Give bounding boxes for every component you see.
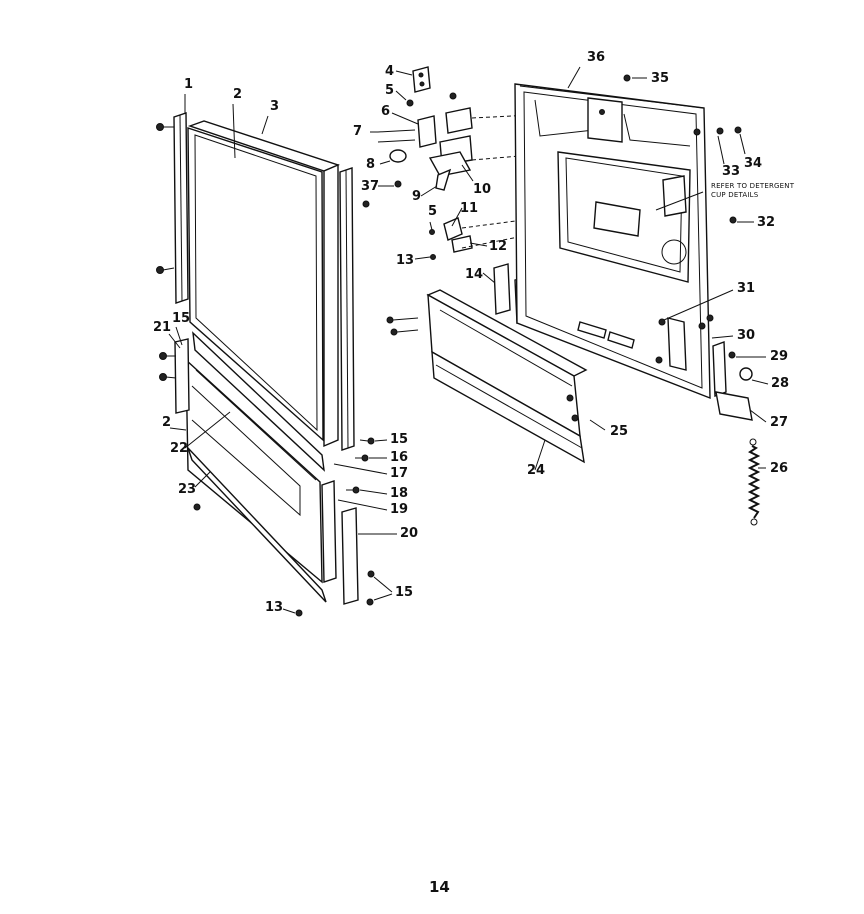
callout-c24: 24 [527, 463, 545, 478]
callout-c31: 31 [737, 281, 755, 296]
callout-c25: 25 [610, 424, 628, 439]
callout-c34: 34 [744, 156, 762, 171]
spring-part-26 [747, 438, 761, 526]
callout-c5a: 5 [385, 83, 394, 98]
side-bracket-part-20 [321, 480, 359, 605]
side-bracket-part-21 [174, 338, 190, 414]
right-side-trim-part [339, 167, 355, 451]
callout-c36: 36 [587, 50, 605, 65]
callout-c15c: 15 [395, 585, 413, 600]
inner-door-liner-part-36 [514, 83, 711, 400]
callout-c27: 27 [770, 415, 788, 430]
callout-c3: 3 [270, 99, 279, 114]
page-number: 14 [429, 878, 450, 896]
callout-c2a: 2 [233, 87, 242, 102]
callout-c18: 18 [390, 486, 408, 501]
kick-trim-part-23 [187, 447, 327, 603]
callout-c7: 7 [353, 124, 362, 139]
detergent-cup-note-line1: REFER TO DETERGENT [711, 182, 795, 190]
callout-c19: 19 [390, 502, 408, 517]
door-panel-part-2 [187, 127, 324, 442]
right-hinge-parts [623, 74, 753, 421]
callout-c2b: 2 [162, 415, 171, 430]
screws-center-lower [386, 316, 606, 471]
callout-c11: 11 [460, 201, 478, 216]
callout-c20: 20 [400, 526, 418, 541]
channel-part-24 [426, 289, 588, 464]
callout-c21: 21 [153, 320, 171, 335]
callout-c28: 28 [771, 376, 789, 391]
callout-c5b: 5 [428, 204, 437, 219]
callout-c4: 4 [385, 64, 394, 79]
callout-c13b: 13 [396, 253, 414, 268]
callout-c35: 35 [651, 71, 669, 86]
leader-lines-right [567, 66, 769, 469]
callout-c15a: 15 [172, 311, 190, 326]
clip-part-11 [429, 217, 473, 260]
callout-c12: 12 [489, 239, 507, 254]
left-side-trim-part-1 [173, 112, 189, 304]
lower-panel-part-19 [185, 331, 325, 584]
hinge-bracket-part-4 [412, 66, 431, 93]
callout-c16: 16 [390, 450, 408, 465]
callout-c14: 14 [465, 267, 483, 282]
leader-lines-center [370, 70, 496, 284]
callout-c8: 8 [366, 157, 375, 172]
callout-c32: 32 [757, 215, 775, 230]
callout-c1: 1 [184, 77, 193, 92]
callout-c37: 37 [361, 179, 379, 194]
callout-c6: 6 [381, 104, 390, 119]
leader-lines-left [168, 94, 397, 614]
hinge-parts-cluster [377, 92, 473, 191]
callout-c9: 9 [412, 189, 421, 204]
detergent-cup-note-line2: CUP DETAILS [711, 191, 759, 199]
callout-c22: 22 [170, 441, 188, 456]
callout-c30: 30 [737, 328, 755, 343]
callout-c26: 26 [770, 461, 788, 476]
callout-c29: 29 [770, 349, 788, 364]
callout-c15b: 15 [390, 432, 408, 447]
callout-c13a: 13 [265, 600, 283, 615]
callout-c33: 33 [722, 164, 740, 179]
screws-left-assembly [156, 123, 375, 617]
callout-c23: 23 [178, 482, 196, 497]
top-trim-part-3 [187, 120, 340, 448]
callout-c17: 17 [390, 466, 408, 481]
callout-c10: 10 [473, 182, 491, 197]
